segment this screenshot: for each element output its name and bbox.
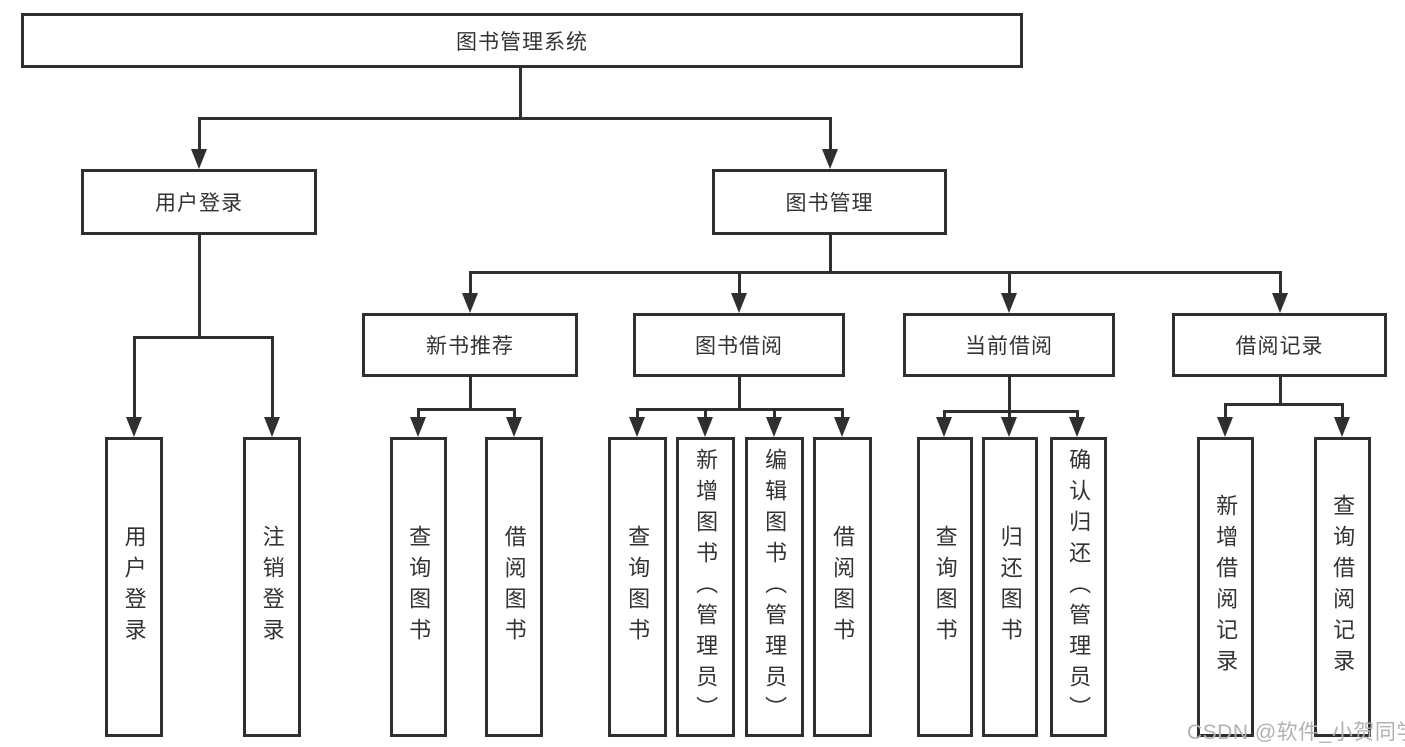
node-br-query: 查询借阅记录 xyxy=(1314,437,1371,737)
edge-to-book-borrow xyxy=(738,271,741,297)
edge-to-book-mgmt xyxy=(829,117,832,153)
node-bb-add: 新增图书（管理员） xyxy=(676,437,735,737)
edge-to-ul-login xyxy=(133,336,136,417)
edge-to-bb-query xyxy=(636,408,639,421)
edge-to-nb-borrow xyxy=(513,408,516,421)
edge-to-cb-query xyxy=(943,410,946,421)
node-bb-query: 查询图书 xyxy=(608,437,667,737)
node-cb-return: 归还图书 xyxy=(982,437,1038,737)
node-new-book-rec: 新书推荐 xyxy=(362,313,578,377)
edge-borrow-record-split xyxy=(1224,403,1344,406)
edge-new-book-rec-stem xyxy=(469,377,472,408)
arrowhead-book-borrow xyxy=(731,293,747,313)
edge-to-br-query xyxy=(1341,403,1344,421)
arrowhead-bb-query xyxy=(629,417,645,437)
edge-new-book-rec-split xyxy=(417,408,516,411)
node-ul-logout: 注销登录 xyxy=(243,437,301,737)
edge-to-new-book-rec xyxy=(469,271,472,297)
arrowhead-cb-query xyxy=(936,417,952,437)
node-bb-borrow: 借阅图书 xyxy=(813,437,872,737)
edge-to-cb-return xyxy=(1008,410,1011,421)
csdn-watermark: CSDN @软件_小贺同学 xyxy=(1187,721,1405,744)
edge-to-user-login xyxy=(198,117,201,153)
arrowhead-book-mgmt xyxy=(822,149,838,169)
arrowhead-ul-logout xyxy=(264,417,280,437)
edge-book-borrow-stem xyxy=(738,377,741,408)
edge-user-login-split xyxy=(133,336,274,339)
edge-to-ul-logout xyxy=(271,336,274,417)
node-book-mgmt: 图书管理 xyxy=(712,169,947,235)
edge-current-borrow-stem xyxy=(1008,377,1011,410)
edge-root-stem xyxy=(519,68,522,117)
arrowhead-br-add xyxy=(1217,417,1233,437)
edge-to-br-add xyxy=(1224,403,1227,421)
arrowhead-nb-query xyxy=(410,417,426,437)
edge-to-current-borrow xyxy=(1008,271,1011,297)
arrowhead-ul-login xyxy=(126,417,142,437)
edge-user-login-stem xyxy=(198,235,201,336)
node-cb-confirm: 确认归还（管理员） xyxy=(1050,437,1107,737)
edge-to-nb-query xyxy=(417,408,420,421)
edge-book-mgmt-stem xyxy=(829,235,832,271)
edge-to-bb-borrow xyxy=(841,408,844,421)
node-root: 图书管理系统 xyxy=(21,13,1023,68)
edge-to-cb-confirm xyxy=(1076,410,1079,421)
node-ul-login: 用户登录 xyxy=(105,437,163,737)
edge-to-borrow-record xyxy=(1279,271,1282,297)
edge-root-split xyxy=(198,117,831,120)
node-user-login: 用户登录 xyxy=(81,169,317,235)
node-bb-edit: 编辑图书（管理员） xyxy=(745,437,804,737)
edge-book-borrow-split xyxy=(636,408,844,411)
arrowhead-new-book-rec xyxy=(462,293,478,313)
arrowhead-nb-borrow xyxy=(506,417,522,437)
arrowhead-bb-add xyxy=(697,417,713,437)
node-br-add: 新增借阅记录 xyxy=(1197,437,1254,737)
node-book-borrow: 图书借阅 xyxy=(633,313,845,377)
arrowhead-current-borrow xyxy=(1001,293,1017,313)
node-nb-borrow: 借阅图书 xyxy=(485,437,543,737)
node-borrow-record: 借阅记录 xyxy=(1172,313,1387,377)
edge-book-mgmt-split xyxy=(469,271,1282,274)
node-current-borrow: 当前借阅 xyxy=(903,313,1115,377)
arrowhead-borrow-record xyxy=(1272,293,1288,313)
node-cb-query: 查询图书 xyxy=(917,437,973,737)
arrowhead-bb-edit xyxy=(766,417,782,437)
edge-to-bb-edit xyxy=(773,408,776,421)
arrowhead-br-query xyxy=(1334,417,1350,437)
arrowhead-bb-borrow xyxy=(834,417,850,437)
node-nb-query: 查询图书 xyxy=(390,437,447,737)
arrowhead-user-login xyxy=(191,149,207,169)
edge-to-bb-add xyxy=(704,408,707,421)
edge-borrow-record-stem xyxy=(1279,377,1282,403)
arrowhead-cb-confirm xyxy=(1069,417,1085,437)
arrowhead-cb-return xyxy=(1001,417,1017,437)
